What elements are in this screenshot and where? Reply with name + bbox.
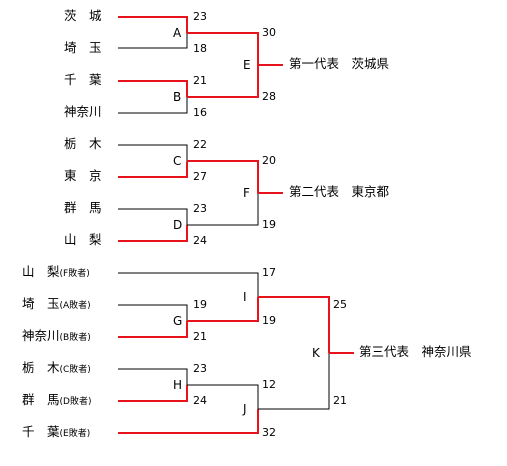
score: 22	[193, 138, 207, 151]
line-ibaraki-a	[118, 16, 188, 33]
line-a-e	[187, 32, 259, 65]
loser-note: (D敗者)	[59, 397, 92, 407]
team-name: 群 馬	[22, 392, 60, 407]
score: 24	[193, 394, 207, 407]
score: 21	[193, 330, 207, 343]
line-saitama-a	[118, 33, 188, 49]
match-label-j: J	[243, 402, 247, 416]
match-label-h: H	[173, 378, 183, 392]
match-label-i: I	[243, 290, 247, 304]
team-label: 千 葉(E敗者)	[22, 424, 91, 439]
score: 21	[333, 394, 347, 407]
team-name: 千 葉	[22, 424, 60, 439]
line-g-i	[187, 297, 259, 322]
team-name: 神奈川	[22, 328, 60, 343]
line-i-k	[258, 296, 330, 353]
team-label: 埼 玉(A敗者)	[22, 296, 91, 311]
line-saitama-g	[118, 304, 188, 321]
match-label-b: B	[173, 90, 182, 104]
score: 32	[262, 426, 276, 439]
team-label: 茨 城	[64, 8, 102, 23]
line-kanagawa-b	[118, 97, 188, 114]
match-label-c: C	[173, 154, 182, 168]
team-label: 栃 木	[64, 136, 102, 151]
line-j-k	[258, 353, 330, 410]
team-name: 山 梨	[22, 264, 60, 279]
match-label-e: E	[243, 58, 251, 72]
line-b-e	[187, 65, 259, 98]
team-label: 千 葉	[64, 72, 102, 87]
team-label: 神奈川(B敗者)	[22, 328, 91, 343]
score: 28	[262, 90, 276, 103]
score: 27	[193, 170, 207, 183]
score: 12	[262, 378, 276, 391]
score: 23	[193, 10, 207, 23]
line-c-f	[187, 160, 259, 193]
line-tokyo-c	[118, 162, 188, 178]
loser-note: (A敗者)	[59, 301, 91, 311]
match-label-f: F	[243, 186, 250, 200]
line-tochigi-c	[118, 144, 188, 162]
loser-note: (B敗者)	[59, 333, 91, 343]
score: 23	[193, 362, 207, 375]
result-label: 第二代表 東京都	[289, 184, 390, 199]
score: 19	[262, 218, 276, 231]
match-label-a: A	[173, 26, 182, 40]
line-gunma-h	[118, 385, 188, 402]
line-h-j	[187, 384, 259, 409]
team-label: 山 梨(F敗者)	[22, 264, 90, 279]
score: 18	[193, 42, 207, 55]
score: 30	[262, 26, 276, 39]
line-chiba-j	[118, 409, 259, 434]
line-gunma-d	[118, 208, 188, 225]
line-kanagawa-g	[118, 321, 188, 338]
score: 24	[193, 234, 207, 247]
score: 19	[193, 298, 207, 311]
team-label: 群 馬	[64, 200, 102, 215]
team-label: 群 馬(D敗者)	[22, 392, 92, 407]
result-label: 第一代表 茨城県	[289, 56, 390, 71]
team-label: 神奈川	[64, 104, 102, 119]
result-label: 第三代表 神奈川県	[359, 344, 472, 359]
team-label: 東 京	[64, 168, 102, 183]
line-d-f	[187, 193, 259, 226]
score: 25	[333, 298, 347, 311]
team-name: 埼 玉	[22, 296, 60, 311]
score: 19	[262, 314, 276, 327]
match-label-k: K	[312, 346, 320, 360]
team-label: 栃 木(C敗者)	[22, 360, 91, 375]
score: 21	[193, 74, 207, 87]
loser-note: (F敗者)	[59, 269, 90, 279]
score: 20	[262, 154, 276, 167]
team-label: 埼 玉	[64, 40, 102, 55]
score: 23	[193, 202, 207, 215]
loser-note: (E敗者)	[59, 429, 91, 439]
score: 17	[262, 266, 276, 279]
match-label-g: G	[173, 314, 183, 328]
line-tochigi-h	[118, 368, 188, 385]
line-yamanashi-i	[118, 272, 259, 297]
line-yamanashi-d	[118, 225, 188, 242]
team-label: 山 梨	[64, 232, 102, 247]
team-name: 栃 木	[22, 360, 60, 375]
loser-note: (C敗者)	[59, 365, 91, 375]
match-label-d: D	[173, 218, 183, 232]
score: 16	[193, 106, 207, 119]
line-chiba-b	[118, 80, 188, 97]
